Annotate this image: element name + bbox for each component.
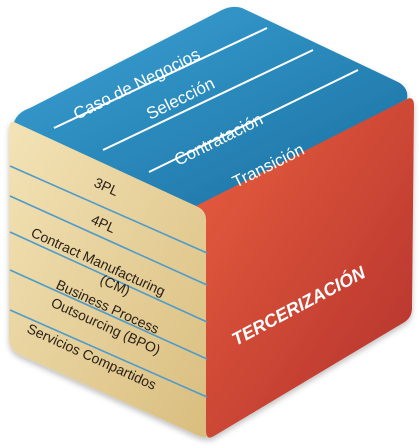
cube-left-face xyxy=(9,121,211,437)
cube-right-face xyxy=(196,98,414,438)
cube-top-face xyxy=(13,6,408,208)
left-face-dividers xyxy=(9,165,208,398)
top-face-dividers xyxy=(53,27,359,173)
